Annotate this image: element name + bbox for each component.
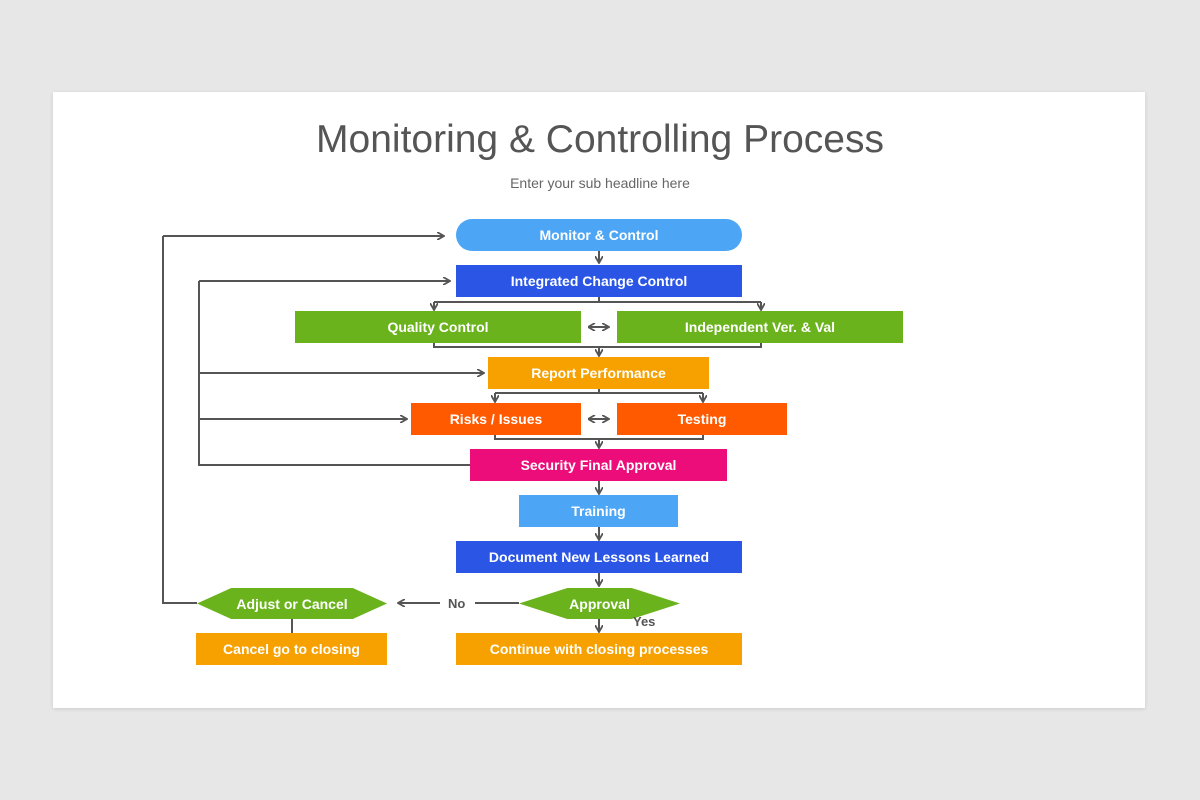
label-no: No [448, 596, 466, 611]
merge-qc-ivv [433, 343, 762, 348]
node-training[interactable]: Training [519, 495, 678, 527]
node-integrated-change-control[interactable]: Integrated Change Control [456, 265, 742, 297]
node-document-lessons[interactable]: Document New Lessons Learned [456, 541, 742, 573]
decision-adjust-cancel[interactable]: Adjust or Cancel [197, 588, 387, 619]
node-monitor-control[interactable]: Monitor & Control [456, 219, 742, 251]
node-cancel-closing[interactable]: Cancel go to closing [196, 633, 387, 665]
node-continue-closing[interactable]: Continue with closing processes [456, 633, 742, 665]
page-subtitle: Enter your sub headline here [510, 175, 690, 191]
label-yes: Yes [633, 614, 656, 629]
node-risks-issues[interactable]: Risks / Issues [411, 403, 581, 435]
merge-risks-testing [494, 435, 704, 440]
split-report [495, 389, 703, 394]
node-report-performance[interactable]: Report Performance [488, 357, 709, 389]
feedback-loop-inner [198, 281, 470, 466]
node-testing[interactable]: Testing [617, 403, 787, 435]
node-independent-ver-val[interactable]: Independent Ver. & Val [617, 311, 903, 343]
split-icc [433, 297, 762, 310]
node-security-final-approval[interactable]: Security Final Approval [470, 449, 727, 481]
feedback-loop-outer [162, 236, 197, 604]
node-quality-control[interactable]: Quality Control [295, 311, 581, 343]
page-title: Monitoring & Controlling Process [316, 118, 884, 161]
